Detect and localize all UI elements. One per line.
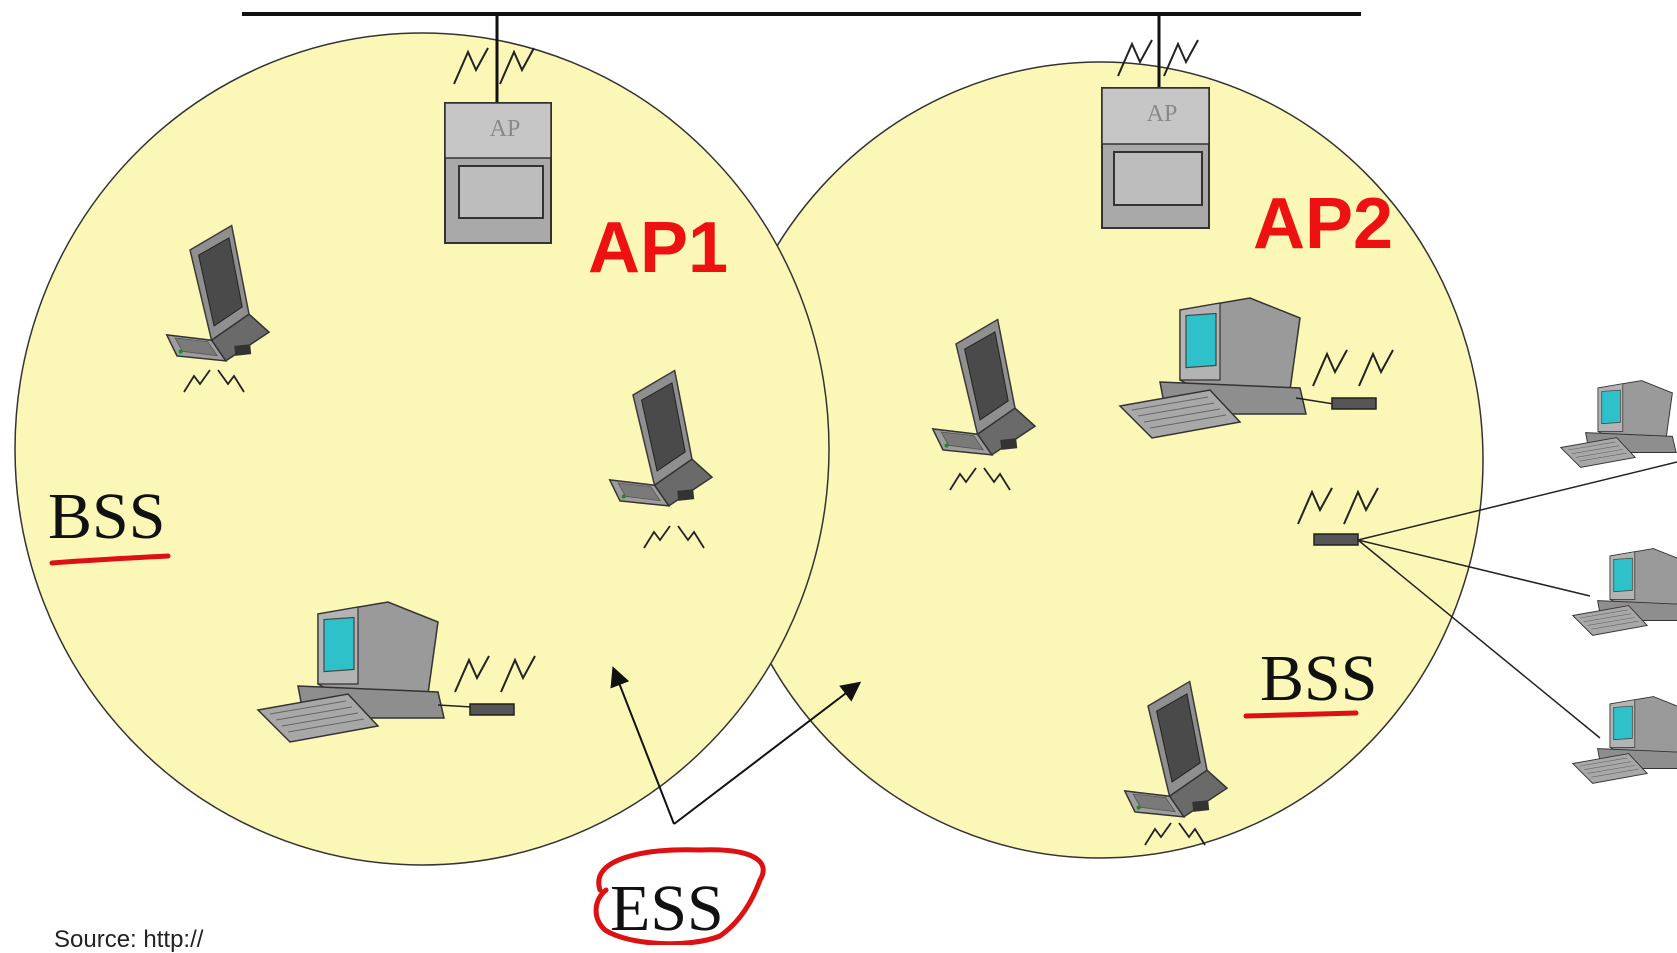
source-caption: Source: http:// (54, 926, 204, 953)
ess-circle (593, 847, 766, 947)
desktop-computer-icon (1572, 548, 1677, 636)
ap-box-label: AP (490, 116, 521, 142)
ess-arrow-right (673, 681, 862, 825)
ess-label: ESS (610, 872, 724, 945)
bss-left-underline (49, 553, 171, 566)
ap1-label: AP1 (588, 208, 728, 288)
access-point-icon: AP (444, 102, 552, 244)
desktop-computer-icon (1572, 696, 1677, 784)
ap-box-label: AP (1147, 101, 1178, 127)
bss-right-label: BSS (1260, 642, 1377, 715)
bss-cell-right (716, 61, 1484, 859)
desktop-computer-icon (1560, 380, 1677, 468)
access-point-1: AP (444, 14, 552, 244)
ap2-label: AP2 (1253, 184, 1393, 264)
access-point-2: AP (1101, 14, 1210, 229)
wireless-adapter-icon (1313, 533, 1359, 546)
wireless-adapter-icon (1331, 397, 1377, 410)
wireless-adapter-icon (469, 703, 515, 716)
bss-right-underline (1243, 710, 1359, 719)
access-point-icon: AP (1101, 87, 1210, 229)
bss-left-label: BSS (48, 480, 165, 553)
ess-arrow-left (610, 666, 675, 825)
bss-cell-left (14, 32, 830, 866)
